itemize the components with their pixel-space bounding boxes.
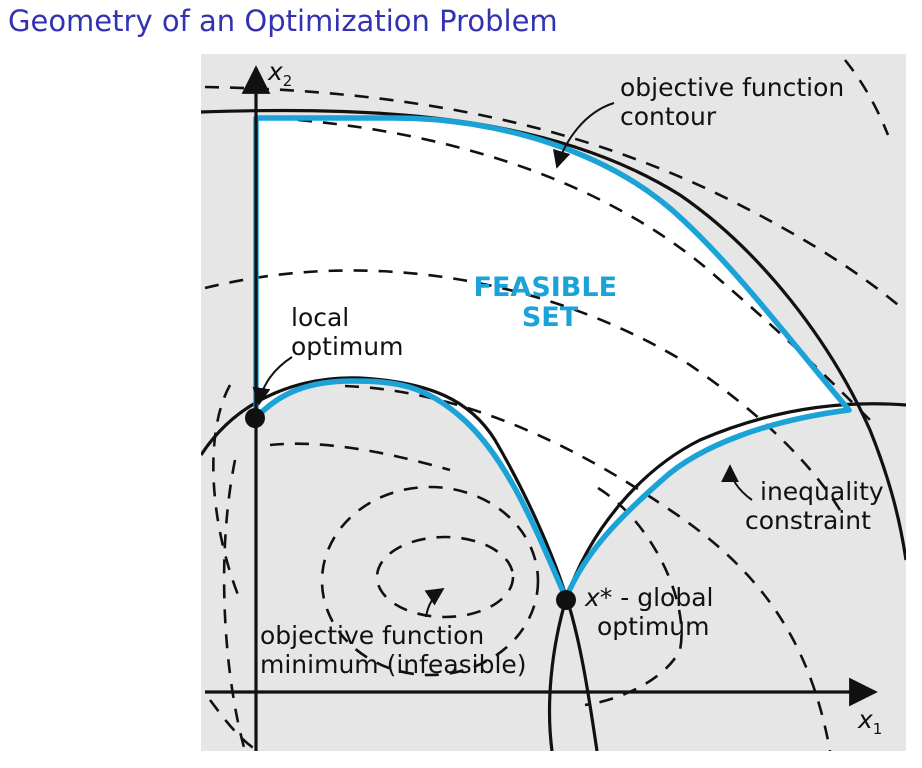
constraint-label-arrow	[721, 464, 753, 501]
y-axis-label: x2	[267, 57, 292, 90]
objective-contour-10	[843, 59, 890, 136]
feasible-set-label: FEASIBLE SET	[474, 272, 627, 333]
objective-contour-5	[212, 384, 242, 601]
objective-contour-6	[222, 459, 247, 751]
inequality-constraint-label: inequality constraint	[745, 477, 892, 535]
objective-contour-4	[344, 384, 832, 751]
global-optimum-label: x* - global	[584, 583, 713, 612]
x-axis-label: x1	[857, 705, 882, 738]
objective-minimum-label: objective function minimum (infeasible)	[260, 621, 527, 679]
objective-contour-label: objective function contour	[620, 73, 852, 131]
slide-title: Geometry of an Optimization Problem	[8, 4, 558, 38]
global-optimum-point	[556, 590, 576, 610]
local-optimum-point	[245, 408, 265, 428]
objective-contour-7	[269, 442, 451, 472]
global-optimum-label-line2: optimum	[597, 612, 709, 641]
constraint-curve-left	[201, 376, 599, 751]
objective-contour-8	[584, 486, 683, 707]
minimum-label-arrow	[424, 588, 445, 618]
constraint-curve-bottom	[547, 598, 568, 751]
objective-contour-3	[204, 269, 842, 511]
objective-contour-2	[297, 118, 871, 421]
local-optimum-arrow	[252, 356, 293, 406]
objective-contour-9	[208, 699, 259, 751]
feasible-set-boundary	[253, 115, 852, 601]
local-optimum-label: local optimum	[291, 303, 403, 361]
objective-contour-inner-ellipse	[375, 535, 515, 619]
objective-contour-mid-ellipse	[320, 485, 540, 677]
contour-label-arrow	[552, 102, 615, 169]
objective-contour-1	[204, 85, 906, 312]
